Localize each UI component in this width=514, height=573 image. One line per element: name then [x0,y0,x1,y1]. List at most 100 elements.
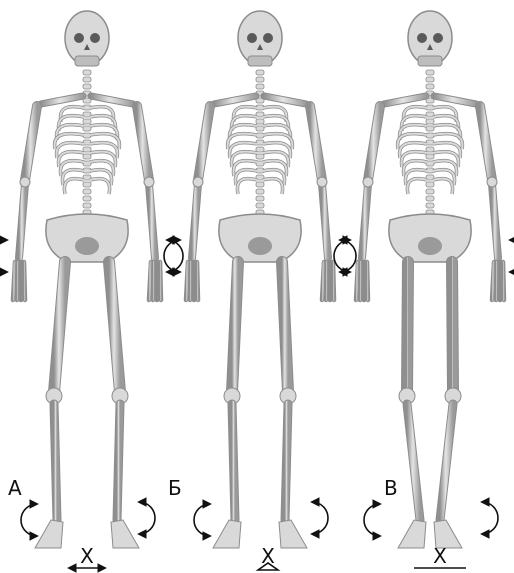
x-label: X [261,544,275,568]
vertebra [83,119,91,124]
vertebra [426,182,434,187]
vertebra [426,168,434,173]
eye-socket-right [263,33,273,43]
vertebra [83,161,91,166]
finger-left-shade [24,262,25,300]
elbow-right [317,177,327,187]
finger-right-shade [496,262,497,300]
x-label: X [433,544,447,568]
vertebra [83,70,91,75]
eye-socket-left [417,33,427,43]
eye-socket-right [90,33,100,43]
skeleton-panel-2: БX [164,11,356,570]
x-label: X [80,544,94,568]
rotation-arrow-ankle-right [139,502,155,534]
femur-right-shade [452,262,453,392]
finger-right-shade [153,262,154,300]
skeleton-panel-1: АX [0,11,183,568]
elbow-left [20,177,30,187]
panel-letter: Б [168,476,182,500]
finger-right-shade [326,262,327,300]
vertebra [256,196,264,201]
rotation-arrow-ankle-right [482,502,498,534]
vertebra [426,105,434,110]
forearm-left-shade [192,184,198,258]
tibia-left-shade [407,404,420,520]
foot-left [213,520,241,548]
vertebra [426,147,434,152]
forearm-right-shade [149,184,155,258]
jaw [418,56,442,66]
vertebra [256,154,264,159]
vertebra [256,126,264,131]
vertebra [426,119,434,124]
finger-right-shade [160,262,161,300]
elbow-left [193,177,203,187]
rotation-arrow-wrist-left [334,240,350,272]
foot-right [279,520,307,548]
vertebra [256,182,264,187]
forearm-left-shade [362,184,368,258]
rotation-arrow-wrist-left [0,240,7,272]
elbow-right [487,177,497,187]
vertebra [426,161,434,166]
vertebra [426,175,434,180]
vertebra [256,77,264,82]
vertebra [256,112,264,117]
vertebra [256,189,264,194]
vertebra [83,147,91,152]
vertebra [83,168,91,173]
femur-right-shade [109,262,120,392]
vertebra [256,175,264,180]
eye-socket-left [74,33,84,43]
vertebra [83,203,91,208]
vertebra [256,168,264,173]
finger-right-shade [503,262,504,300]
pelvic-opening [418,237,442,255]
foot-left [398,520,426,548]
vertebra [83,77,91,82]
vertebra [256,161,264,166]
skeleton-panel-3: ВX [334,11,514,568]
rotation-arrow-ankle-left [364,504,380,536]
tibia-left-shade [54,404,57,520]
rotation-arrow-wrist-right [340,240,356,272]
vertebra [83,126,91,131]
finger-left-shade [367,262,368,300]
tibia-left-shade [232,404,235,520]
vertebra [83,112,91,117]
vertebra [426,196,434,201]
foot-left [35,520,63,548]
eye-socket-left [247,33,257,43]
vertebra [426,154,434,159]
forearm-right-shade [492,184,498,258]
vertebra [83,182,91,187]
elbow-right [144,177,154,187]
foot-right [111,520,139,548]
vertebra [83,154,91,159]
vertebra [256,147,264,152]
vertebra [256,84,264,89]
femur-left-shade [232,262,238,392]
tibia-right-shade [117,404,120,520]
femur-left-shade [54,262,65,392]
eye-socket-right [433,33,443,43]
vertebra [83,189,91,194]
finger-left-shade [190,262,191,300]
vertebra [426,77,434,82]
vertebra [256,203,264,208]
vertebra [426,189,434,194]
finger-left-shade [360,262,361,300]
vertebra [426,84,434,89]
vertebra [83,105,91,110]
tibia-right-shade [285,404,288,520]
rotation-arrow-ankle-left [194,504,210,536]
vertebra [256,119,264,124]
pelvic-opening [248,237,272,255]
vertebra [256,70,264,75]
rotation-arrow-wrist-right [510,240,514,272]
rotation-arrow-ankle-right [312,502,328,534]
finger-right-shade [333,262,334,300]
